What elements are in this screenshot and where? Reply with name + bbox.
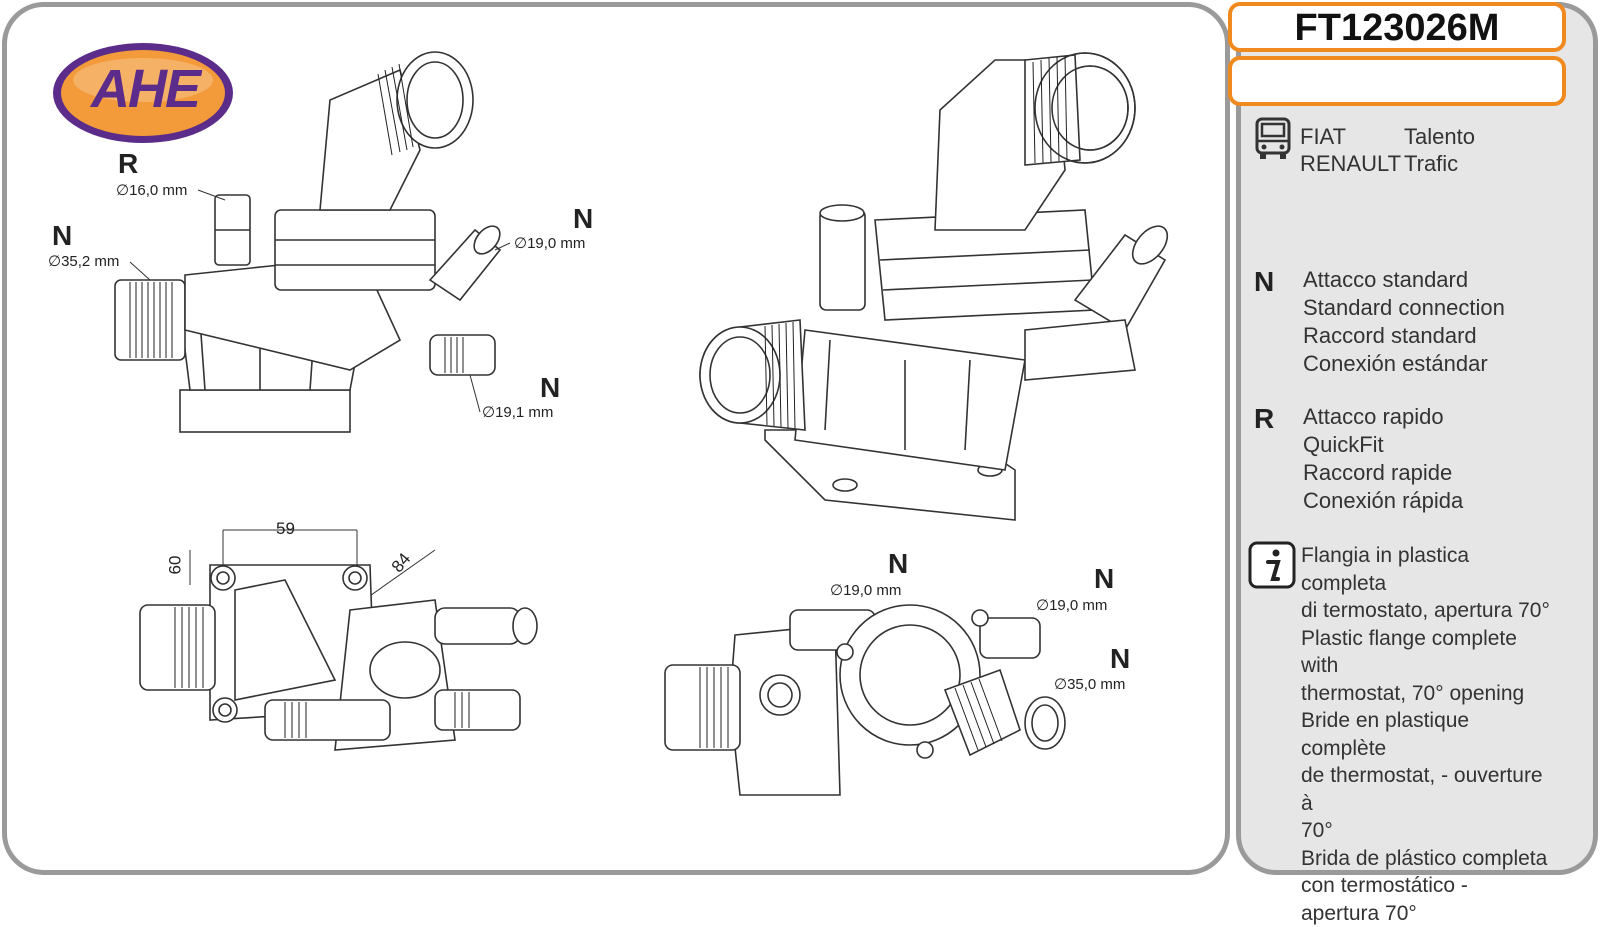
info-line: apertura 70° xyxy=(1301,900,1556,927)
info-description: Flangia in plastica completa di termosta… xyxy=(1301,542,1556,927)
truck-icon xyxy=(1254,117,1292,161)
info-line: thermostat, 70° opening xyxy=(1301,680,1556,708)
dim-br-n1-diameter: ∅19,0 mm xyxy=(830,581,901,599)
vehicle-make-2: RENAULT xyxy=(1300,151,1401,177)
dim-br-n3-diameter: ∅35,0 mm xyxy=(1054,675,1125,693)
dim-br-n2-diameter: ∅19,0 mm xyxy=(1036,596,1107,614)
part-number: FT123026M xyxy=(1228,2,1566,52)
dim-label-br-n1: N xyxy=(888,548,908,580)
info-line: Plastic flange complete with xyxy=(1301,625,1556,680)
legend-n-line-2: Standard connection xyxy=(1303,294,1505,322)
legend-n-line-1: Attacco standard xyxy=(1303,266,1468,294)
dim-label-br-n3: N xyxy=(1110,643,1130,675)
info-line: Bride en plastique complète xyxy=(1301,707,1556,762)
legend-n-letter: N xyxy=(1254,266,1274,298)
dim-60: 60 xyxy=(165,556,185,575)
dim-label-r: R xyxy=(118,148,138,180)
vehicle-model-1: Talento xyxy=(1404,124,1475,150)
info-line: Flangia in plastica completa xyxy=(1301,542,1556,597)
vehicle-model-2: Trafic xyxy=(1404,151,1458,177)
thermostat-front-view xyxy=(100,40,520,440)
dim-n3-diameter: ∅19,1 mm xyxy=(482,403,553,421)
legend-r-letter: R xyxy=(1254,403,1274,435)
dim-label-n1: N xyxy=(52,220,72,252)
thermostat-iso-view xyxy=(695,30,1195,530)
thermostat-top-view xyxy=(135,510,555,780)
legend-r-line-2: QuickFit xyxy=(1303,431,1384,459)
info-line: de thermostat, - ouverture à xyxy=(1301,762,1556,817)
vehicle-make-1: FIAT xyxy=(1300,124,1346,150)
dim-n2-diameter: ∅19,0 mm xyxy=(514,234,585,252)
dim-r-diameter: ∅16,0 mm xyxy=(116,181,187,199)
legend-r-line-4: Conexión rápida xyxy=(1303,487,1463,515)
legend-n-line-4: Conexión estándar xyxy=(1303,350,1488,378)
legend-n-line-3: Raccord standard xyxy=(1303,322,1477,350)
dim-label-n2: N xyxy=(573,203,593,235)
info-line: 70° xyxy=(1301,817,1556,845)
legend-r-line-1: Attacco rapido xyxy=(1303,403,1444,431)
dim-n1-diameter: ∅35,2 mm xyxy=(48,252,119,270)
secondary-code-box xyxy=(1228,56,1566,106)
dim-label-br-n2: N xyxy=(1094,563,1114,595)
info-line: Brida de plástico completa xyxy=(1301,845,1556,873)
dim-59: 59 xyxy=(276,519,295,539)
info-line: con termostático - xyxy=(1301,872,1556,900)
info-icon xyxy=(1248,541,1296,589)
thermostat-bottom-view xyxy=(660,580,1080,805)
dim-label-n3: N xyxy=(540,372,560,404)
legend-r-line-3: Raccord rapide xyxy=(1303,459,1452,487)
info-line: di termostato, apertura 70° xyxy=(1301,597,1556,625)
